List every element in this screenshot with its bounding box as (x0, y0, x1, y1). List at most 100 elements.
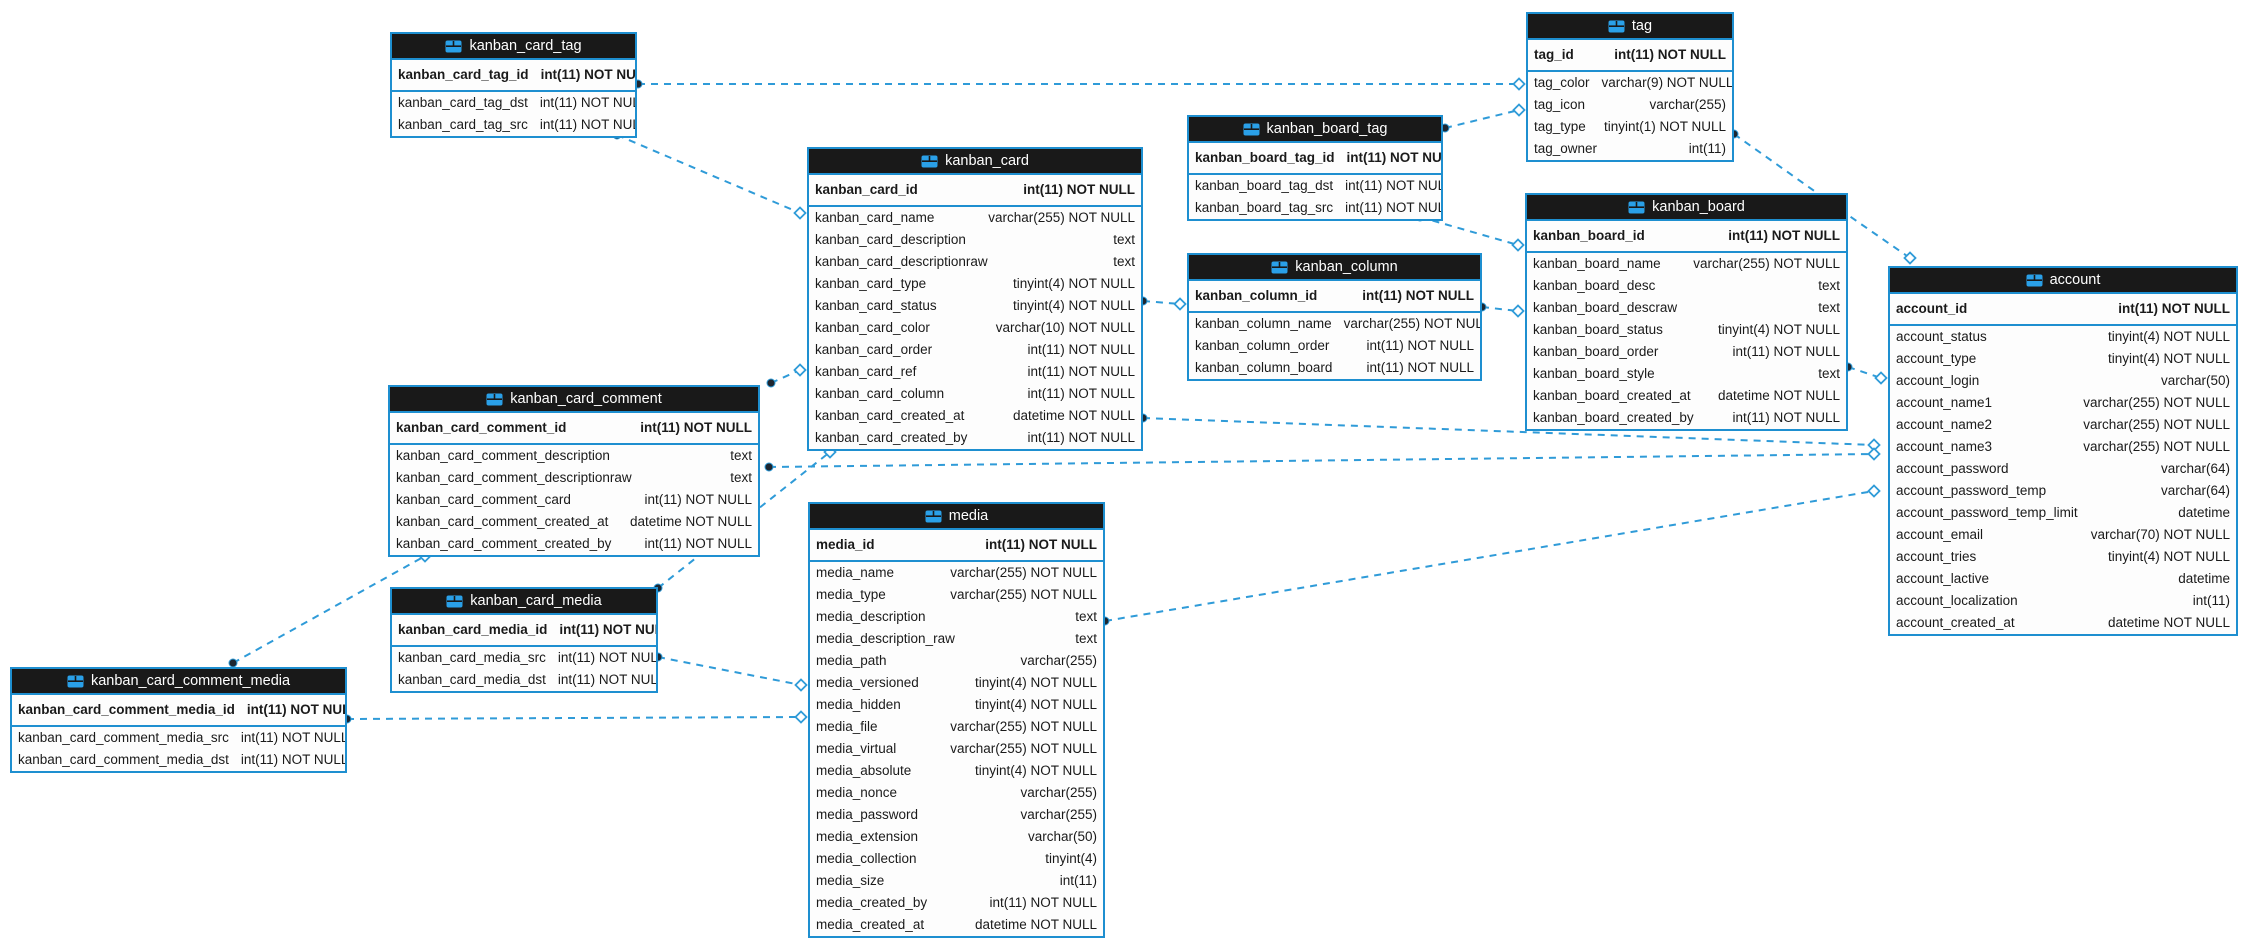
column-type: varchar(10) NOT NULL (995, 320, 1135, 335)
column-name: kanban_board_created_by (1533, 410, 1694, 425)
relationship-kanban_card-to-account (1142, 417, 1875, 446)
column-name: kanban_board_name (1533, 256, 1661, 271)
column-name: kanban_card_tag_src (398, 117, 528, 132)
column-name: account_password (1896, 461, 2009, 476)
table-kanban_card_comment_media[interactable]: kanban_card_comment_media kanban_card_com… (10, 667, 347, 773)
column-name: kanban_board_descraw (1533, 300, 1678, 315)
column-type: int(11) NOT NULL (1366, 338, 1474, 353)
column-type: tinyint(1) NOT NULL (1603, 119, 1726, 134)
table-title: kanban_card_media (470, 593, 602, 609)
column-name: media_virtual (816, 741, 897, 756)
column-type: int(11) NOT NULL (1362, 288, 1474, 303)
table-header[interactable]: account (1890, 268, 2236, 294)
relationship-kanban_card_comment-to-kanban_card (770, 369, 801, 384)
column-type: text (1075, 609, 1097, 624)
column-name: kanban_card_media_id (398, 622, 548, 637)
table-icon (921, 155, 938, 168)
column-type: varchar(255) (1020, 653, 1097, 668)
table-icon (2026, 274, 2043, 287)
column-row-pk: kanban_column_id int(11) NOT NULL (1189, 281, 1480, 313)
column-name: kanban_card_id (815, 182, 918, 197)
table-header[interactable]: kanban_card_comment_media (12, 669, 345, 695)
table-header[interactable]: kanban_board_tag (1189, 117, 1441, 143)
column-name: kanban_card_comment_description (396, 448, 610, 463)
table-header[interactable]: kanban_board (1527, 195, 1846, 221)
column-type: int(11) NOT NULL (1345, 200, 1441, 215)
column-name: account_created_at (1896, 615, 2015, 630)
column-name: kanban_board_created_at (1533, 388, 1691, 403)
table-header[interactable]: tag (1528, 14, 1732, 40)
table-header[interactable]: kanban_card (809, 149, 1141, 175)
column-name: kanban_column_id (1195, 288, 1318, 303)
table-header[interactable]: kanban_card_tag (392, 34, 635, 60)
table-header[interactable]: media (810, 504, 1103, 530)
table-title: kanban_card_tag (469, 38, 582, 54)
column-type: int(11) NOT NULL (557, 650, 656, 665)
column-name: kanban_card_name (815, 210, 935, 225)
column-type: varchar(255) NOT NULL (950, 719, 1097, 734)
column-type: int(11) NOT NULL (1346, 150, 1441, 165)
table-kanban_column[interactable]: kanban_column kanban_column_id int(11) NOT… (1187, 253, 1482, 381)
column-name: tag_color (1534, 75, 1590, 90)
relationship-target-diamond (1512, 77, 1526, 91)
relationship-kanban_card_comment-to-account (768, 453, 1875, 468)
column-name: kanban_board_desc (1533, 278, 1656, 293)
column-name: kanban_card_descriptionraw (815, 254, 988, 269)
table-header[interactable]: kanban_card_comment (390, 387, 758, 413)
table-title: media (948, 508, 989, 524)
column-name: kanban_card_comment_media_src (18, 730, 229, 745)
column-type: varchar(255) NOT NULL (950, 741, 1097, 756)
column-type: varchar(255) (1020, 807, 1097, 822)
table-title: kanban_board_tag (1266, 121, 1388, 137)
column-name: account_tries (1896, 549, 1977, 564)
relationship-target-diamond (794, 710, 808, 724)
column-name: kanban_board_tag_dst (1195, 178, 1334, 193)
column-row: media_description text (810, 606, 1103, 628)
column-type: text (1075, 631, 1097, 646)
table-title: account (2049, 272, 2101, 288)
column-type: int(11) NOT NULL (2118, 301, 2230, 316)
table-header[interactable]: kanban_column (1189, 255, 1480, 281)
column-name: media_extension (816, 829, 919, 844)
column-name: account_name2 (1896, 417, 1993, 432)
column-name: account_login (1896, 373, 1980, 388)
relationship-source-dot (766, 378, 776, 388)
column-type: int(11) NOT NULL (240, 752, 345, 767)
relationship-target-diamond (1867, 447, 1881, 461)
column-name: tag_id (1534, 47, 1574, 62)
column-name: kanban_card_order (815, 342, 933, 357)
column-name: media_description (816, 609, 926, 624)
table-header[interactable]: kanban_card_media (392, 589, 656, 615)
column-type: varchar(255) NOT NULL (988, 210, 1135, 225)
